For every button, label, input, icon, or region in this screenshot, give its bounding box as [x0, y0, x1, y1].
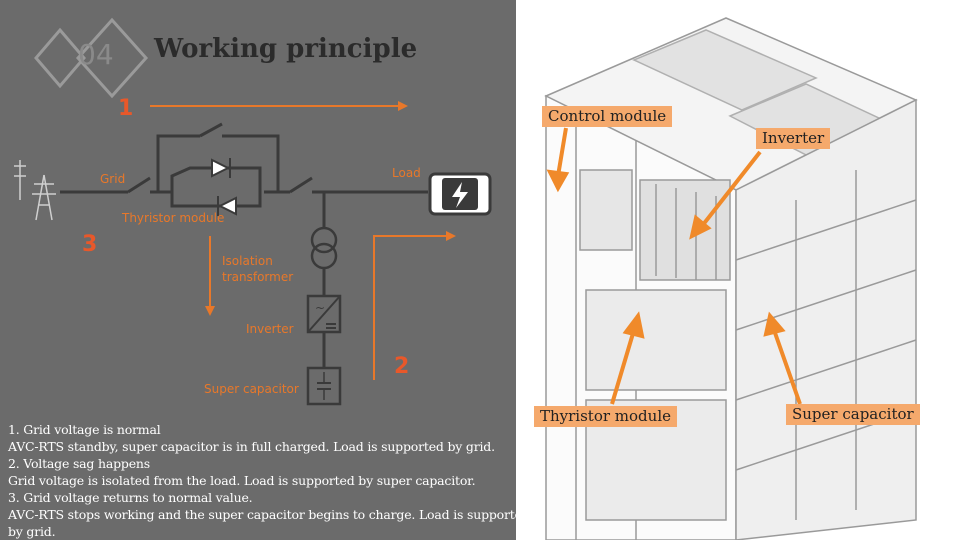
description-line: 1. Grid voltage is normal: [8, 422, 161, 437]
isolation-transformer-icon: [310, 226, 338, 270]
transformer-label-1: Isolation: [222, 254, 273, 268]
capacitor-arrow: [772, 329, 802, 405]
right-panel: Control module Inverter Thyristor module…: [516, 0, 960, 540]
description-line: by grid.: [8, 524, 56, 539]
slide-title: Working principle: [154, 34, 418, 64]
step-label-1: 1: [118, 96, 134, 121]
section-number: 04: [78, 38, 114, 71]
circuit-diagram: ~: [14, 101, 492, 406]
flow-arrow-2: [373, 235, 446, 380]
flow-arrow-3-head: [205, 306, 215, 316]
inverter-label: Inverter: [246, 322, 294, 336]
capacitor-label: Super capacitor: [204, 382, 299, 396]
description-line: Grid voltage is isolated from the load. …: [8, 473, 476, 488]
load-switch: [289, 176, 313, 194]
super-capacitor-icon: [306, 366, 342, 406]
svg-text:~: ~: [315, 301, 325, 315]
callout-control-module: Control module: [542, 106, 673, 127]
step-label-3: 3: [82, 232, 98, 257]
thyristor-arrow: [610, 329, 636, 405]
grid-tower-icon: [14, 160, 56, 221]
flow-arrow-2-head: [446, 231, 456, 241]
description-line: AVC-RTS stops working and the super capa…: [8, 507, 530, 522]
load-icon: [428, 172, 492, 216]
grid-label: Grid: [100, 172, 126, 186]
description-text: 1. Grid voltage is normal AVC-RTS standb…: [8, 421, 530, 540]
thyristor-forward-icon: [211, 158, 231, 178]
thyristor-reverse-icon: [217, 196, 237, 216]
section-diamond-icon: [34, 17, 149, 99]
callout-inverter: Inverter: [756, 128, 831, 149]
callout-thyristor-module: Thyristor module: [534, 406, 677, 427]
description-line: 3. Grid voltage returns to normal value.: [8, 490, 253, 505]
thyristor-label: Thyristor module: [122, 211, 225, 225]
left-panel: 04 Working principle: [0, 0, 516, 540]
inverter-icon: ~: [306, 294, 342, 334]
transformer-label-2: transformer: [222, 270, 294, 284]
thyristor-module: [170, 166, 262, 208]
callout-super-capacitor: Super capacitor: [786, 404, 920, 425]
inverter-arrow: [700, 150, 762, 228]
cabinet-illustration: [544, 17, 918, 540]
bypass-switch: [199, 122, 223, 138]
control-arrow: [556, 127, 568, 177]
flow-arrow-1-head: [398, 101, 408, 111]
load-label: Load: [392, 166, 421, 180]
step-label-2: 2: [394, 354, 410, 379]
grid-switch: [127, 176, 151, 194]
description-line: 2. Voltage sag happens: [8, 456, 150, 471]
description-line: AVC-RTS standby, super capacitor is in f…: [8, 439, 495, 454]
